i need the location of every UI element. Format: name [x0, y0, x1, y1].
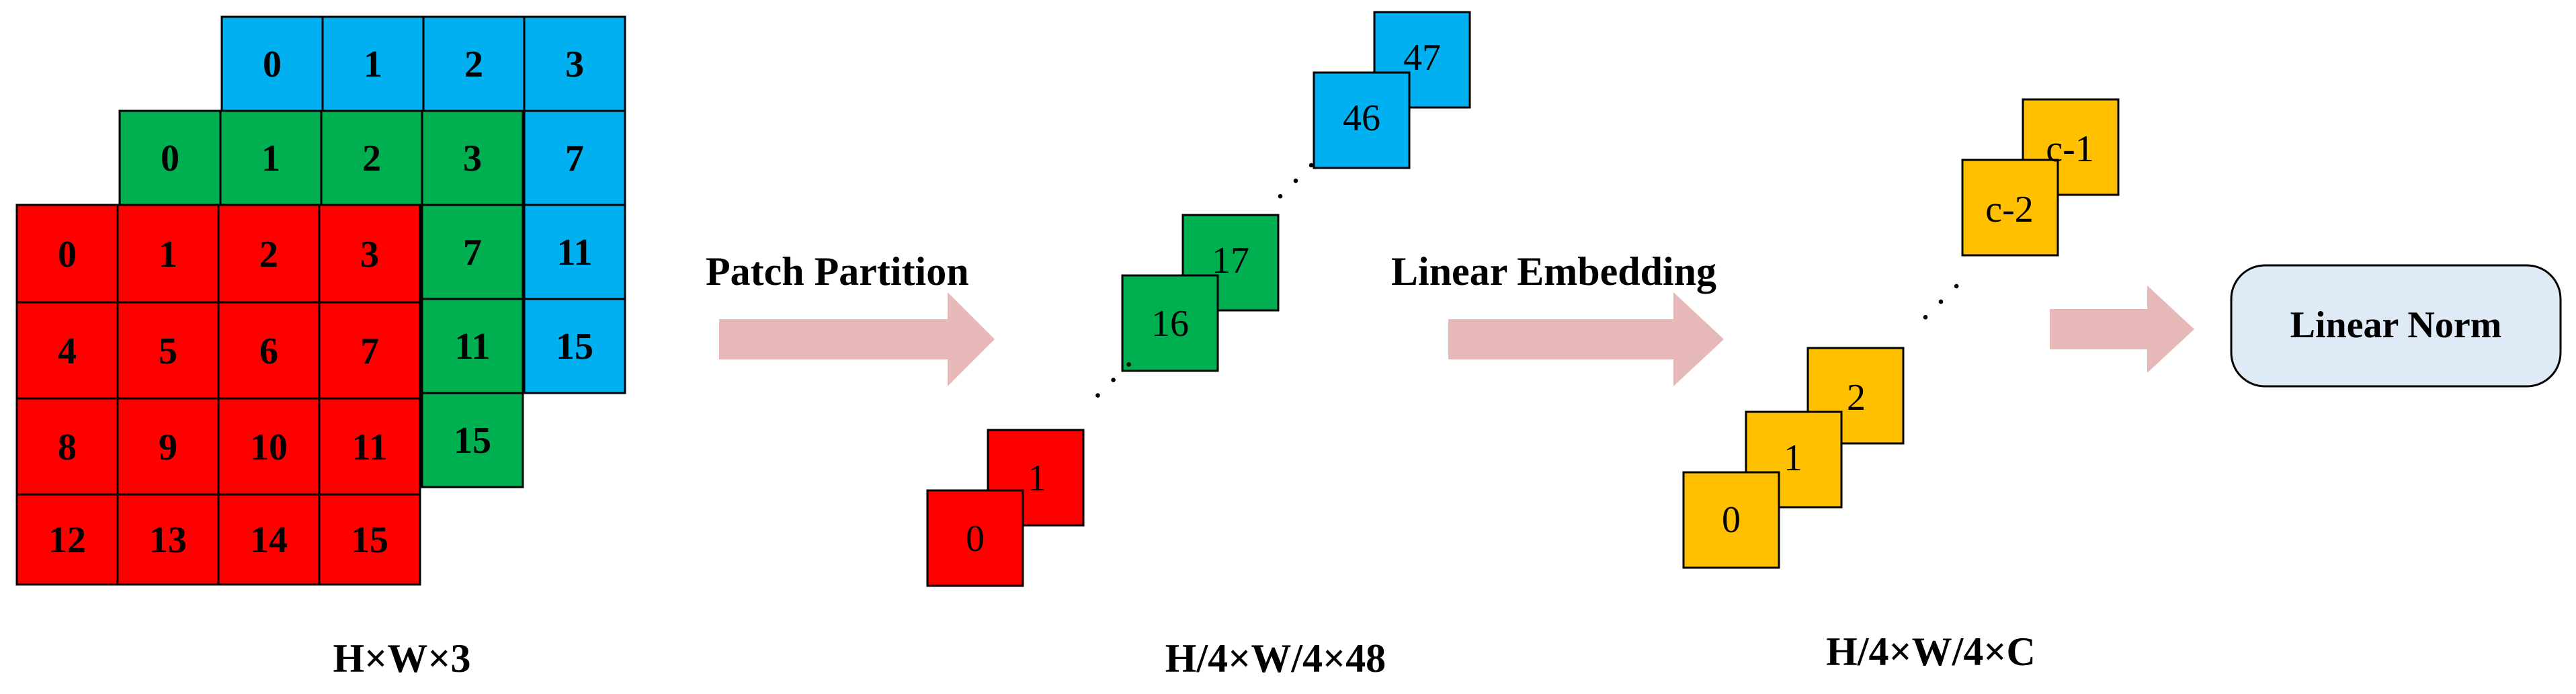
norm-arrow	[2050, 286, 2194, 373]
patch-partition-label: Patch Partition	[706, 249, 969, 294]
input-shape-label: H×W×3	[333, 636, 470, 681]
red-cell: 10	[250, 427, 288, 468]
blue-cell: 7	[565, 138, 584, 179]
blue-cell: 1	[364, 44, 382, 85]
embedding-c-2	[1961, 159, 2059, 257]
red-cell: 7	[360, 331, 379, 372]
patch-partition-arrow	[719, 292, 995, 386]
green-cell: 0	[161, 138, 179, 179]
embedding-label: 1	[1784, 437, 1802, 479]
embedding-label: c-1	[2046, 128, 2094, 170]
red-cell: 1	[159, 234, 177, 275]
patch-label: 16	[1151, 303, 1189, 345]
embedding-label: 2	[1847, 377, 1866, 419]
red-cell: 11	[352, 427, 388, 468]
embedding-label: c-2	[1985, 189, 2034, 230]
red-cell: 6	[259, 331, 278, 372]
embeddings-shape-label: H/4×W/4×C	[1826, 630, 2036, 674]
red-cell: 12	[48, 519, 86, 561]
green-cell: 15	[454, 420, 491, 462]
blue-cell: 2	[464, 44, 483, 85]
blue-cell: 3	[565, 44, 584, 85]
patch-0	[926, 489, 1024, 587]
patch-16	[1121, 274, 1219, 372]
green-cell: 3	[463, 138, 482, 179]
patch-label: 0	[966, 518, 985, 560]
patch-label: 47	[1403, 37, 1441, 79]
patches-shape-label: H/4×W/4×48	[1165, 636, 1386, 681]
input-image-grid: 0 1 2 3 7 11 15 0 1 2 3 7 11 15 0 1 2 3 …	[15, 15, 626, 681]
red-cell: 3	[360, 234, 379, 275]
embedding-label: 0	[1722, 499, 1741, 541]
embedding-ellipsis: · · ·	[1907, 267, 1976, 337]
blue-cell: 15	[556, 326, 593, 367]
red-cell: 8	[58, 427, 77, 468]
red-cell: 15	[351, 519, 388, 561]
linear-norm-label: Linear Norm	[2290, 304, 2502, 346]
patch-stack: 1 0 17 16 47 46 · · · · · ·	[926, 11, 1471, 587]
red-cell: 4	[58, 331, 77, 372]
patch-46	[1313, 71, 1411, 169]
embedding-stack: 2 1 0 c-1 c-2 · · ·	[1682, 98, 2120, 569]
patch-label: 46	[1343, 97, 1380, 139]
patch-label: 1	[1028, 458, 1046, 499]
blue-cell: 11	[557, 232, 593, 273]
linear-embedding-arrow	[1448, 292, 1724, 386]
red-channel	[15, 204, 421, 586]
embedding-0	[1682, 471, 1780, 569]
red-cell: 2	[259, 234, 278, 275]
linear-embedding-label: Linear Embedding	[1391, 249, 1716, 294]
blue-channel	[220, 15, 626, 394]
red-cell: 14	[250, 519, 288, 561]
linear-norm-box	[2230, 264, 2562, 388]
green-cell: 2	[362, 138, 381, 179]
red-cell: 0	[58, 234, 77, 275]
red-cell: 9	[159, 427, 177, 468]
blue-cell: 0	[263, 44, 282, 85]
green-cell: 7	[463, 232, 482, 273]
green-cell: 1	[261, 138, 280, 179]
green-cell: 11	[455, 326, 491, 367]
patch-label: 17	[1212, 240, 1249, 281]
red-cell: 13	[149, 519, 187, 561]
red-cell: 5	[159, 331, 177, 372]
